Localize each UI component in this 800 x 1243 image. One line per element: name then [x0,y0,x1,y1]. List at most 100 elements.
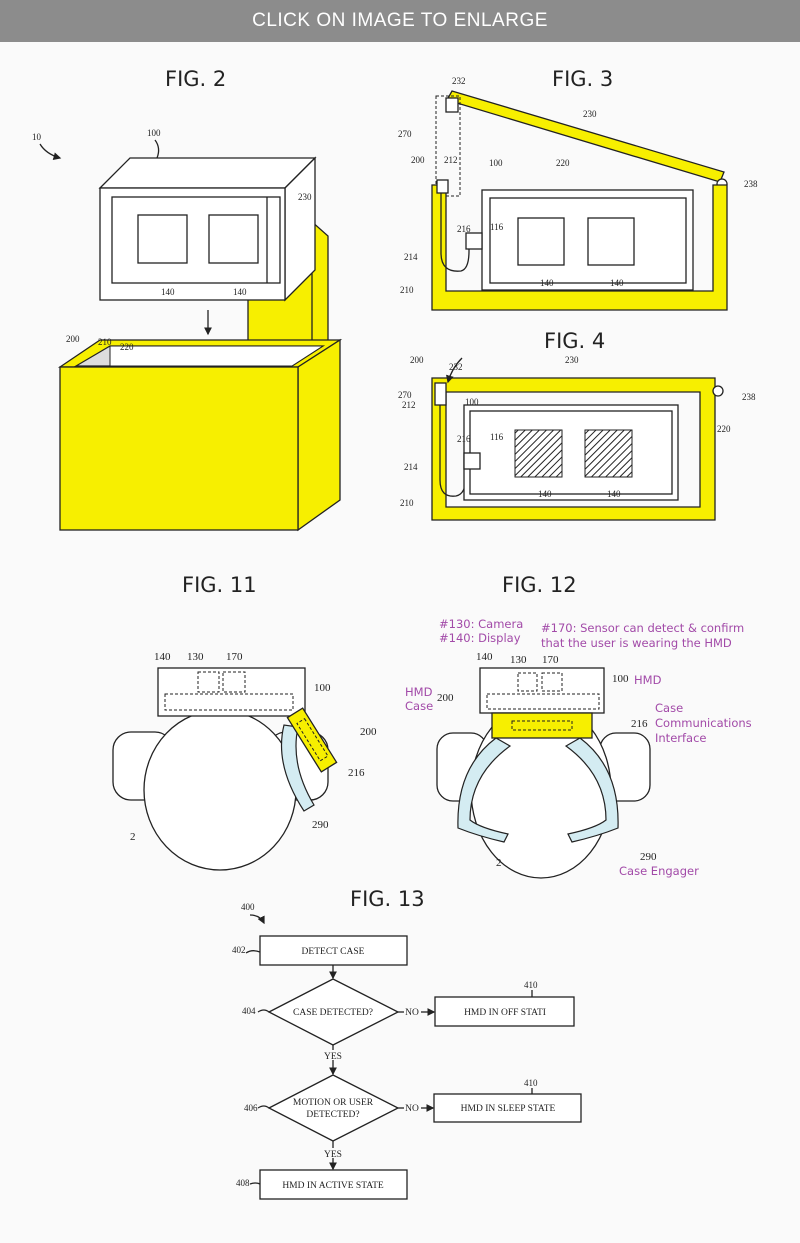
ref-label: 116 [490,432,504,442]
ref-label: 140 [233,287,247,297]
ref-label: 100 [314,682,331,694]
ref-label: 200 [360,726,377,738]
ref-label: 140 [610,278,624,288]
branch-label: YES [324,1052,342,1062]
ref-label: 290 [640,851,657,863]
ref-label: 2 [496,857,502,869]
case-closed [431,377,716,521]
ref-label: 140 [161,287,175,297]
hmd-top [98,157,317,189]
case-lid-open [446,90,725,183]
ref-label: 2 [130,831,136,843]
annotation: #140: Display [439,631,521,645]
fig11-title: FIG. 11 [182,573,257,597]
annotation: HMD [634,673,662,687]
display-off [584,429,633,478]
ref-label: 232 [449,362,463,372]
ref-label: 140 [607,489,621,499]
ref-label: 212 [402,400,416,410]
ref-label: 410 [524,1078,538,1088]
ref-label: 100 [612,673,629,685]
case-body [59,366,299,531]
ref-label: 130 [187,651,204,663]
fig4-title: FIG. 4 [544,329,605,353]
ref-label: 214 [404,462,418,472]
step-off-state [434,996,575,1027]
annotation: that the user is wearing the HMD [541,636,732,650]
branch-label: NO [405,1104,419,1114]
ref-label: 212 [444,155,458,165]
annotation: #170: Sensor can detect & confirm [541,621,744,635]
ref-label: 230 [298,192,312,202]
fig12-title: FIG. 12 [502,573,577,597]
ref-label: 230 [565,355,579,365]
ref-label: 216 [348,767,365,779]
fig2-title: FIG. 2 [165,67,226,91]
figure-11: FIG. 11 140 130 170 100 200 216 2 290 [112,573,377,871]
branch-label: YES [324,1150,342,1160]
case-engager-right [564,737,619,843]
ref-label: 406 [244,1103,258,1113]
figure-2: FIG. 2 10 100 230 140 140 200 210 220 [32,67,343,532]
annotation: Interface [655,731,707,745]
ref-label: 270 [398,390,412,400]
ref-label: 100 [489,158,503,168]
step-detect-case [259,935,408,966]
fig13-title: FIG. 13 [350,887,425,911]
ref-label: 130 [510,654,527,666]
step-active-state [259,1169,408,1200]
ref-label: 238 [742,392,756,402]
display-left [137,214,188,264]
ref-label: 140 [538,489,552,499]
case-engager-left [457,737,512,843]
click-to-enlarge-banner[interactable]: CLICK ON IMAGE TO ENLARGE [0,0,800,42]
fig3-title: FIG. 3 [552,67,613,91]
step-sleep-state [433,1093,582,1123]
ref-label: 290 [312,819,329,831]
ref-label: 100 [465,397,479,407]
ref-label: 230 [583,109,597,119]
case-base [431,184,728,311]
ref-label: 210 [400,498,414,508]
branch-label: NO [405,1008,419,1018]
step-label: DETECT CASE [302,947,365,957]
decision-motion-detected [267,1074,400,1142]
ref-label: 10 [32,132,42,142]
ref-label: 238 [744,179,758,189]
figure-13-flowchart: FIG. 13 DETECT CASE CASE DETECTED? MOTIO… [232,887,582,1200]
ref-label: 214 [404,252,418,262]
display-right [208,214,259,264]
ref-label: 232 [452,76,466,86]
ref-label: 220 [120,342,134,352]
ref-label: 200 [410,355,424,365]
ref-label: 200 [437,692,454,704]
annotation: Case [655,701,683,715]
ref-label: 116 [490,222,504,232]
step-label: CASE DETECTED? [293,1008,373,1018]
ref-label: 404 [242,1006,256,1016]
hmd [463,404,679,501]
ref-label: 216 [457,224,471,234]
ref-label: 210 [98,337,112,347]
ref-label: 210 [400,285,414,295]
ref-label: 200 [66,334,80,344]
annotation: HMD [405,685,433,699]
ref-label: 400 [241,902,255,912]
ref-label: 216 [631,718,648,730]
ref-label: 220 [717,424,731,434]
case-communications-interface [491,712,593,739]
display-off [514,429,563,478]
ref-label: 140 [476,651,493,663]
ref-label: 408 [236,1178,250,1188]
ref-label: 200 [411,155,425,165]
annotation: Communications [655,716,752,730]
ref-label: 402 [232,945,246,955]
figure-4: FIG. 4 200 232 230 270 212 100 238 116 2… [398,329,756,521]
annotation: Case [405,699,433,713]
ref-label: 220 [556,158,570,168]
annotation: Case Engager [619,864,699,878]
figure-12: FIG. 12 #130: Camera #140: Display #170:… [405,573,752,879]
figure-3: FIG. 3 232 230 270 200 212 100 220 238 1… [398,67,758,311]
ref-label: 140 [540,278,554,288]
